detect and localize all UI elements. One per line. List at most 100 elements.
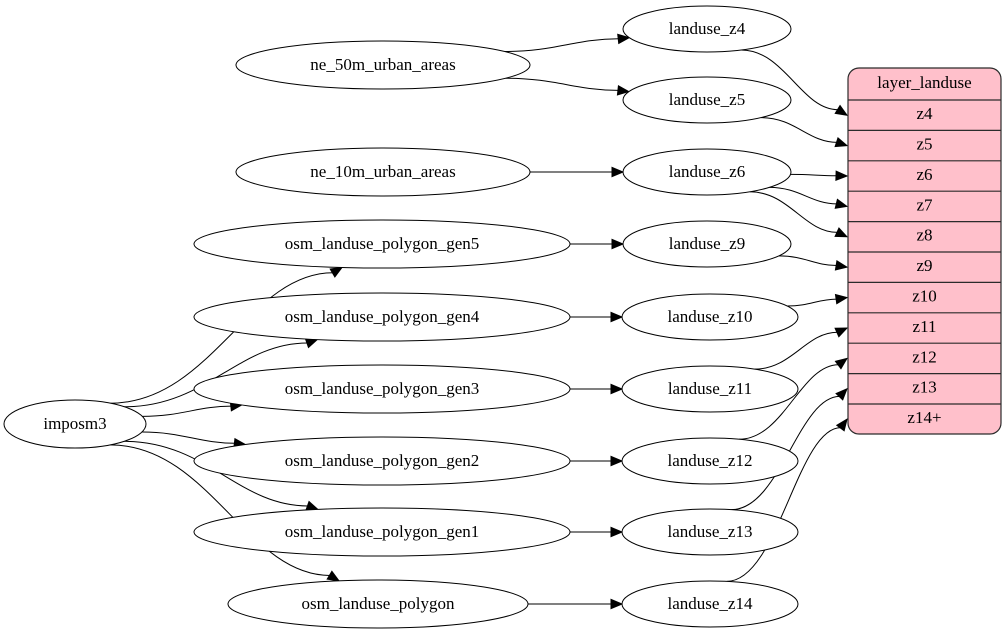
edge-arrowhead xyxy=(610,455,624,467)
edge-imposm3-to-osm_landuse_polygon_gen5 xyxy=(110,272,333,404)
node-landuse_z6[interactable]: landuse_z6 xyxy=(622,148,792,196)
node-label-ne_10m_urban_areas: ne_10m_urban_areas xyxy=(310,162,455,181)
node-ellipse-landuse_z12 xyxy=(621,437,799,485)
edge-arrowhead xyxy=(610,526,624,538)
node-osm_landuse_polygon_gen1[interactable]: osm_landuse_polygon_gen1 xyxy=(193,507,571,557)
node-ellipse-landuse_z13 xyxy=(621,508,799,556)
node-osm_landuse_polygon_gen5[interactable]: osm_landuse_polygon_gen5 xyxy=(193,219,571,269)
node-osm_landuse_polygon_gen2[interactable]: osm_landuse_polygon_gen2 xyxy=(193,436,571,486)
node-imposm3[interactable]: imposm3 xyxy=(3,399,147,449)
node-ellipse-landuse_z4 xyxy=(622,5,792,53)
edge-arrowhead xyxy=(329,266,344,278)
edge-imposm3-to-osm_landuse_polygon_gen2 xyxy=(141,431,235,444)
layer-landuse-title: layer_landuse xyxy=(877,73,971,92)
table-row-z10[interactable]: z10 xyxy=(912,287,937,306)
edge-arrowhead xyxy=(834,293,849,305)
node-osm_landuse_polygon_gen3[interactable]: osm_landuse_polygon_gen3 xyxy=(193,364,571,414)
edge-landuse_z12-to-z12 xyxy=(738,364,839,440)
node-label-landuse_z6: landuse_z6 xyxy=(669,162,745,181)
node-label-osm_landuse_polygon_gen5: osm_landuse_polygon_gen5 xyxy=(285,234,480,253)
edge-landuse_z14-to-z14+ xyxy=(726,427,841,582)
node-landuse_z10[interactable]: landuse_z10 xyxy=(621,293,799,341)
edge-arrowhead xyxy=(610,598,624,610)
table-row-z5[interactable]: z5 xyxy=(916,135,932,154)
edge-landuse_z6-to-z8 xyxy=(749,191,838,233)
node-label-landuse_z10: landuse_z10 xyxy=(668,307,753,326)
edge-arrowhead xyxy=(834,104,849,116)
node-ellipse-osm_landuse_polygon_gen2 xyxy=(193,436,571,486)
node-landuse_z9[interactable]: landuse_z9 xyxy=(622,220,792,268)
node-label-landuse_z14: landuse_z14 xyxy=(668,594,753,613)
node-ellipse-landuse_z9 xyxy=(622,220,792,268)
node-landuse_z5[interactable]: landuse_z5 xyxy=(622,76,792,124)
node-ellipse-imposm3 xyxy=(3,399,147,449)
edge-arrowhead xyxy=(834,357,849,370)
node-landuse_z12[interactable]: landuse_z12 xyxy=(621,437,799,485)
table-row-z13[interactable]: z13 xyxy=(912,378,937,397)
edge-arrowhead xyxy=(610,383,624,395)
node-osm_landuse_polygon[interactable]: osm_landuse_polygon xyxy=(227,579,529,629)
edge-arrowhead xyxy=(611,238,625,250)
node-ellipse-osm_landuse_polygon xyxy=(227,579,529,629)
edge-arrowhead xyxy=(304,338,319,349)
node-landuse_z13[interactable]: landuse_z13 xyxy=(621,508,799,556)
edge-imposm3-to-osm_landuse_polygon xyxy=(110,444,330,576)
node-label-osm_landuse_polygon_gen1: osm_landuse_polygon_gen1 xyxy=(285,522,480,541)
node-landuse_z14[interactable]: landuse_z14 xyxy=(621,580,799,628)
edge-arrowhead xyxy=(834,260,849,271)
node-label-landuse_z4: landuse_z4 xyxy=(669,19,746,38)
layer-landuse-table[interactable]: layer_landuse z4 z5 z6 z7 z8 z9 z10 z11 z12 z13 z14… xyxy=(847,67,1002,435)
edge-arrowhead xyxy=(305,500,320,511)
node-ellipse-osm_landuse_polygon_gen1 xyxy=(193,507,571,557)
node-label-landuse_z13: landuse_z13 xyxy=(668,522,753,541)
edge-arrowhead xyxy=(617,33,631,45)
node-label-landuse_z11: landuse_z11 xyxy=(668,379,752,398)
table-row-z6[interactable]: z6 xyxy=(916,165,932,184)
node-ellipse-osm_landuse_polygon_gen5 xyxy=(193,219,571,269)
node-osm_landuse_polygon_gen4[interactable]: osm_landuse_polygon_gen4 xyxy=(193,292,571,342)
edge-ne_50m_urban_areas-to-landuse_z5 xyxy=(505,77,619,91)
node-label-osm_landuse_polygon_gen4: osm_landuse_polygon_gen4 xyxy=(285,307,480,326)
node-label-ne_50m_urban_areas: ne_50m_urban_areas xyxy=(310,55,455,74)
node-ellipse-landuse_z14 xyxy=(621,580,799,628)
edge-arrowhead xyxy=(326,570,341,582)
edge-ne_50m_urban_areas-to-landuse_z4 xyxy=(504,38,619,52)
edge-imposm3-to-osm_landuse_polygon_gen4 xyxy=(124,342,308,408)
table-row-z12[interactable]: z12 xyxy=(912,347,937,366)
layer-landuse-outline xyxy=(847,67,1002,435)
node-ellipse-landuse_z5 xyxy=(622,76,792,124)
node-ne_10m_urban_areas[interactable]: ne_10m_urban_areas xyxy=(235,147,531,197)
edge-arrowhead xyxy=(834,327,849,338)
table-row-z4[interactable]: z4 xyxy=(916,104,933,123)
edge-arrowhead xyxy=(834,198,849,209)
edge-landuse_z11-to-z11 xyxy=(754,331,838,370)
table-row-z7[interactable]: z7 xyxy=(916,195,933,214)
edge-arrowhead xyxy=(834,227,849,238)
edge-landuse_z10-to-z10 xyxy=(787,298,837,307)
edge-landuse_z6-to-z7 xyxy=(769,186,837,205)
edge-arrowhead xyxy=(835,170,849,182)
node-ellipse-landuse_z6 xyxy=(622,148,792,196)
node-ellipse-landuse_z10 xyxy=(621,293,799,341)
table-row-z14+[interactable]: z14+ xyxy=(907,408,941,427)
node-landuse_z4[interactable]: landuse_z4 xyxy=(622,5,792,53)
edge-arrowhead xyxy=(835,418,848,432)
node-ellipse-osm_landuse_polygon_gen4 xyxy=(193,292,571,342)
nodes-layer: imposm3 ne_50m_urban_areas ne_10m_urban_ar… xyxy=(3,5,799,629)
edge-arrowhead xyxy=(835,387,848,401)
table-row-z11[interactable]: z11 xyxy=(913,317,937,336)
node-label-imposm3: imposm3 xyxy=(43,414,106,433)
node-landuse_z11[interactable]: landuse_z11 xyxy=(621,365,799,413)
node-label-landuse_z5: landuse_z5 xyxy=(669,90,745,109)
edge-arrowhead xyxy=(616,85,631,96)
node-ellipse-osm_landuse_polygon_gen3 xyxy=(193,364,571,414)
node-ellipse-ne_10m_urban_areas xyxy=(235,147,531,197)
node-label-osm_landuse_polygon: osm_landuse_polygon xyxy=(302,594,455,613)
node-label-osm_landuse_polygon_gen2: osm_landuse_polygon_gen2 xyxy=(285,451,480,470)
edge-landuse_z9-to-z9 xyxy=(778,255,837,266)
node-ne_50m_urban_areas[interactable]: ne_50m_urban_areas xyxy=(235,40,531,90)
table-row-z9[interactable]: z9 xyxy=(916,256,932,275)
table-row-z8[interactable]: z8 xyxy=(916,226,932,245)
